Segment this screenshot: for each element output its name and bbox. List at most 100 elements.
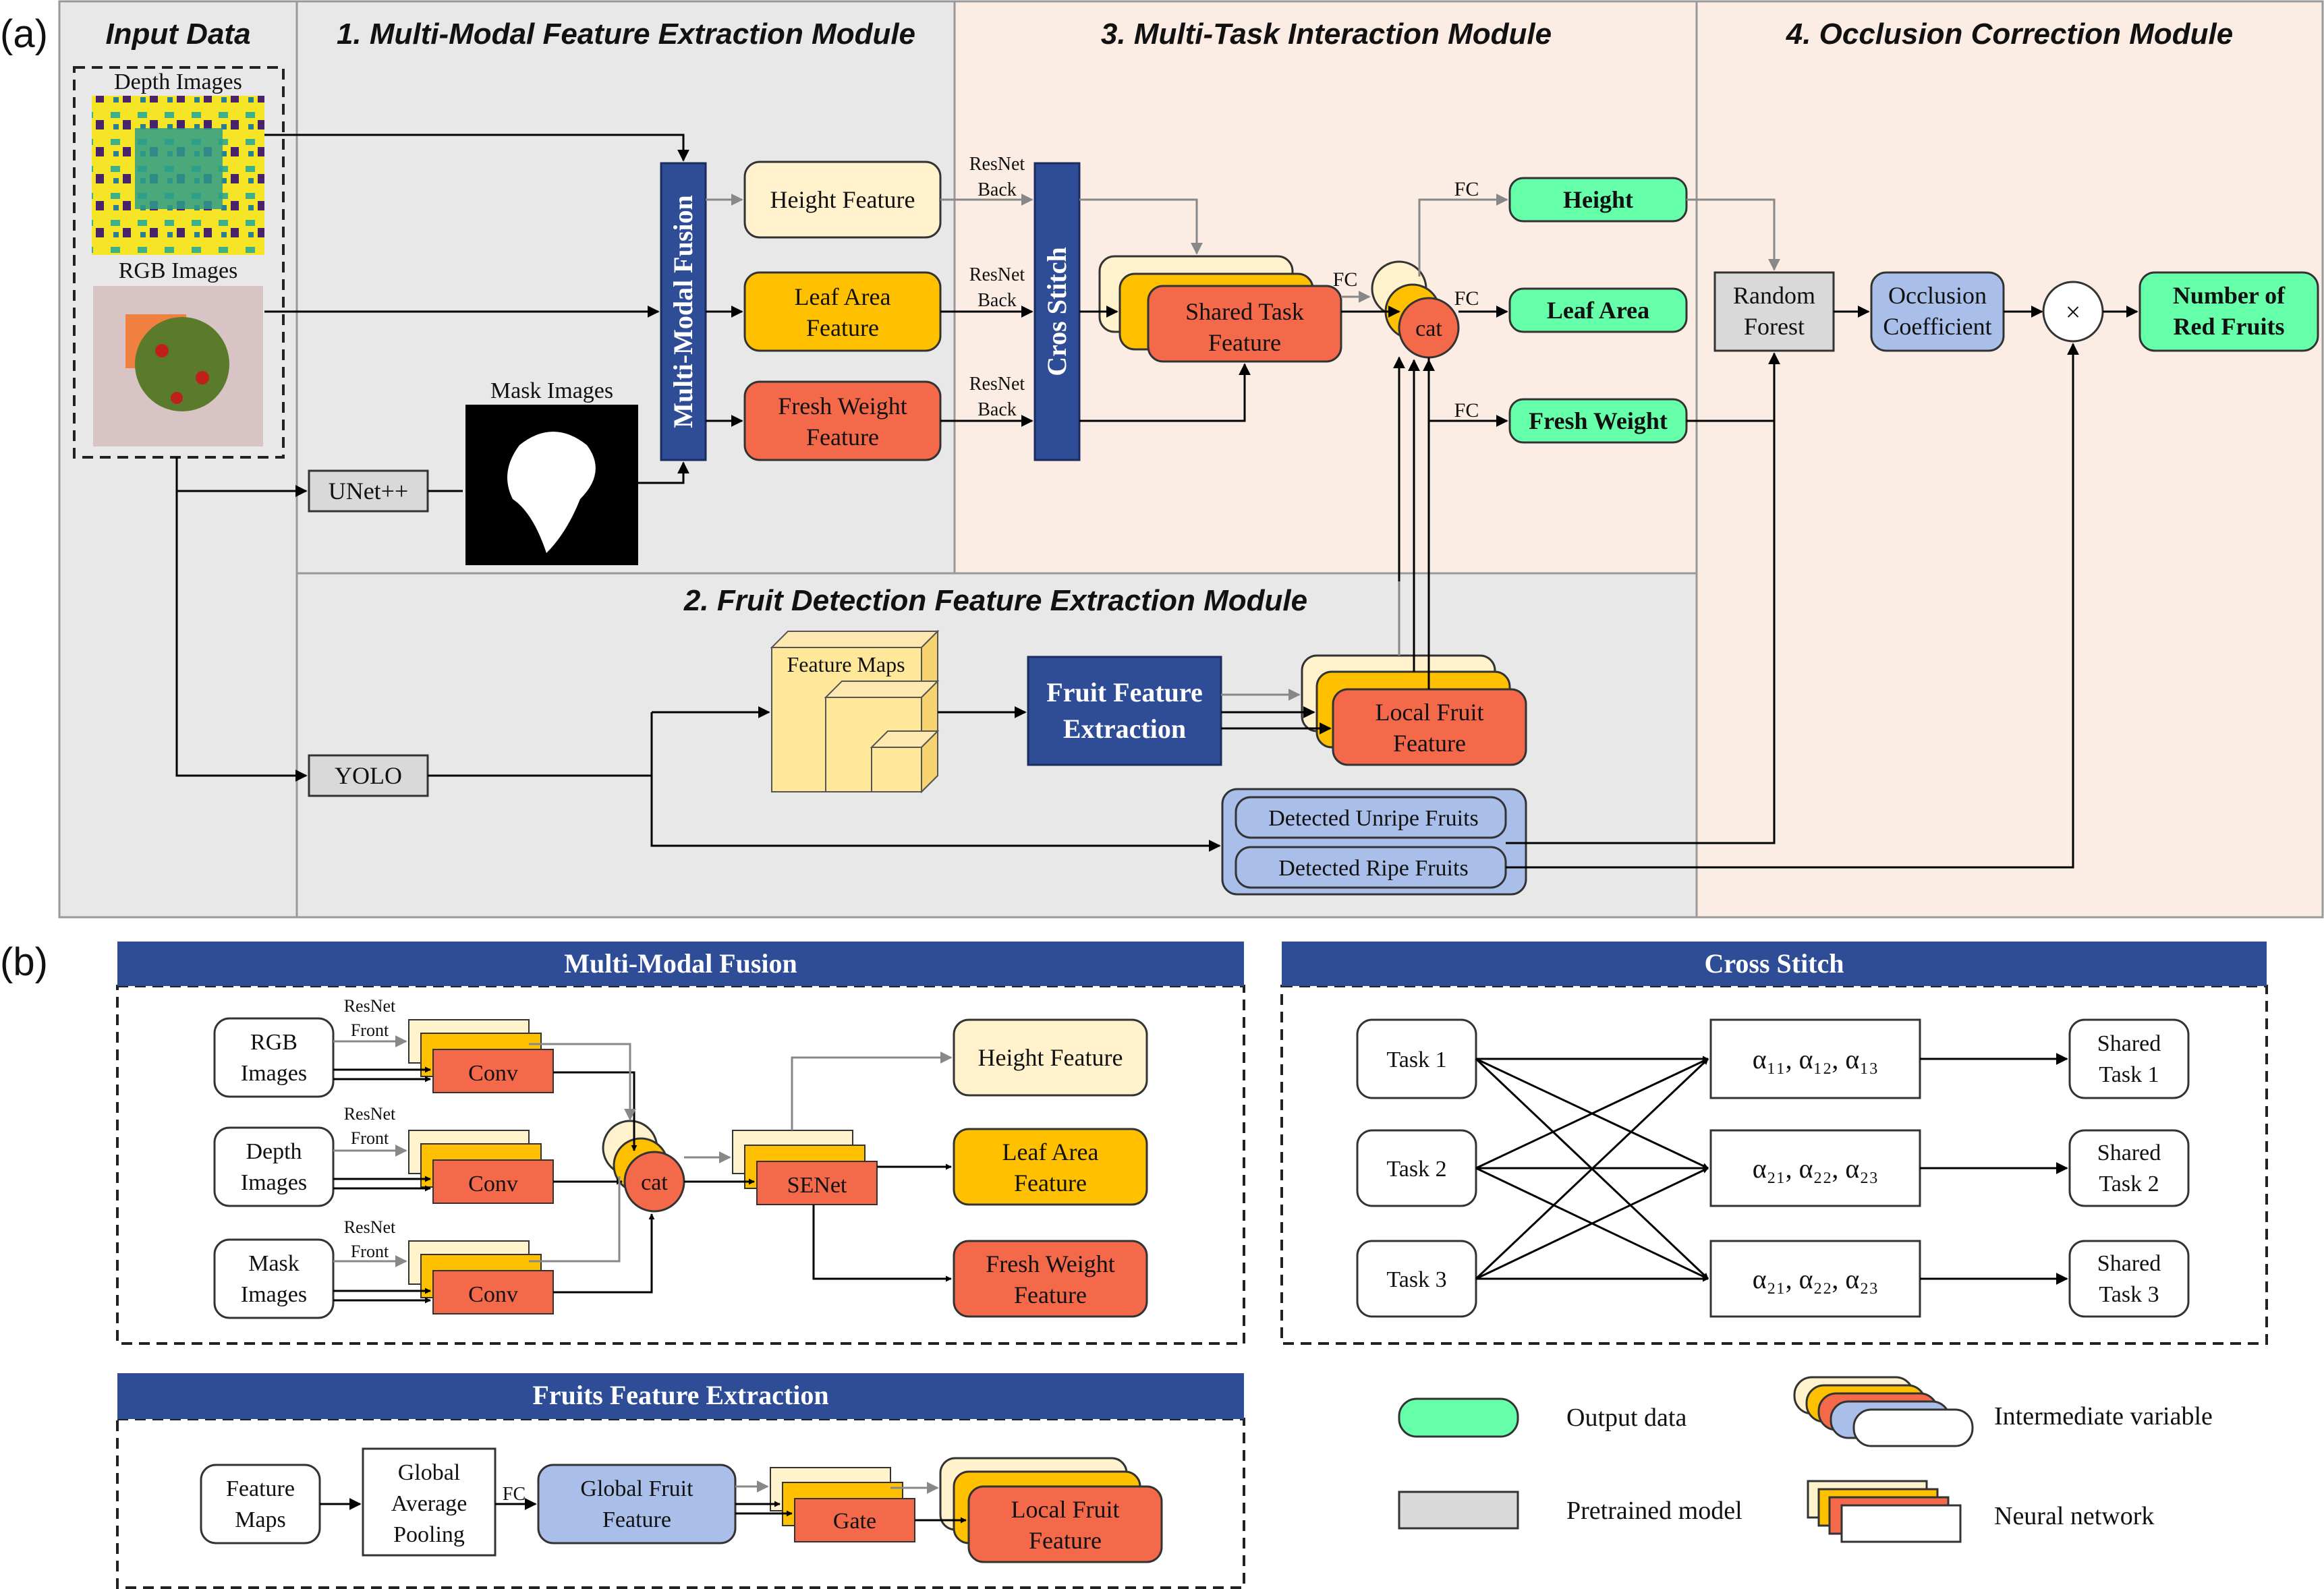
resnet-back-label-3b: Back: [977, 399, 1017, 420]
rgb-fruit: [196, 371, 209, 384]
fc-label-leaf: FC: [1454, 287, 1479, 310]
ffe-connectors: [320, 1498, 967, 1524]
mmf-mask-label-2: Images: [241, 1282, 307, 1307]
input-dashed-box: [73, 66, 285, 459]
local-fruit-feature-label-2: Feature: [1393, 730, 1466, 757]
resnet-front-label-3b: Front: [351, 1242, 389, 1261]
unet-label: UNet++: [329, 478, 409, 504]
legend-output-label: Output data: [1566, 1404, 1687, 1432]
output-red-fruits-label-1: Number of: [2173, 282, 2286, 309]
resnet-front-label-3a: ResNet: [344, 1217, 396, 1237]
cross-stitch-block: [1033, 162, 1081, 461]
resnet-front-label-1a: ResNet: [344, 996, 396, 1016]
random-forest-box: [1713, 271, 1835, 352]
cs-alpha3-label: α₂₁, α₂₂, α₂₃: [1753, 1264, 1879, 1294]
ffe-feature-maps-label-1: Feature: [226, 1476, 295, 1501]
resnet-back-label-2b: Back: [977, 290, 1017, 311]
cs-shared1-box: [2068, 1018, 2190, 1099]
occlusion-coefficient-label-2: Coefficient: [1883, 313, 1991, 340]
global-fruit-feature-label-2: Feature: [602, 1507, 671, 1532]
depth-plant-blob: [135, 128, 223, 209]
mmf-height-feature-box: [953, 1018, 1148, 1097]
output-leaf-area-box: [1508, 287, 1688, 333]
conv-label-3: Conv: [468, 1282, 518, 1307]
random-forest-label-2: Forest: [1744, 313, 1805, 340]
mmf-panel-header: [117, 942, 1244, 986]
leaf-area-feature-label-1: Leaf Area: [795, 283, 891, 310]
mmf-cat-label: cat: [641, 1170, 668, 1195]
mmf-fresh-weight-feature-label-1: Fresh Weight: [986, 1250, 1114, 1277]
output-red-fruits-box: [2138, 271, 2319, 352]
resnet-back-label-1a: ResNet: [969, 154, 1025, 175]
cs-shared2-box: [2068, 1129, 2190, 1207]
m3-module-title: 3. Multi-Task Interaction Module: [1101, 18, 1552, 51]
cs-shared3-box: [2068, 1240, 2190, 1318]
cs-task2-label: Task 2: [1386, 1157, 1446, 1182]
mmf-panel-title: Multi-Modal Fusion: [564, 948, 797, 979]
fc-label-fresh: FC: [1454, 399, 1479, 422]
leaf-area-feature-label-2: Feature: [806, 314, 879, 341]
resnet-back-label-1b: Back: [977, 179, 1017, 200]
rgb-plant: [135, 317, 229, 411]
panel-a-connectors: [175, 134, 2138, 869]
mask-plant-silhouette: [507, 432, 596, 553]
legend-neural-swatch: [1807, 1480, 1962, 1543]
mmf-depth-label-1: Depth: [246, 1139, 302, 1164]
feature-maps-cubes: [770, 629, 940, 794]
mmf-rgb-label-1: RGB: [250, 1030, 297, 1055]
occlusion-coefficient-label-1: Occlusion: [1888, 282, 1987, 309]
cs-shared3-label-2: Task 3: [2099, 1282, 2159, 1307]
conv-label-1: Conv: [468, 1061, 518, 1086]
mmf-rgb-label-2: Images: [241, 1061, 307, 1086]
m4-module-bg: [1695, 0, 2324, 919]
resnet-back-label-2a: ResNet: [969, 264, 1025, 285]
cs-shared1-label-2: Task 1: [2099, 1062, 2159, 1087]
mmf-mask-label-1: Mask: [248, 1251, 300, 1276]
cs-task3-label: Task 3: [1386, 1267, 1446, 1292]
ffe-feature-maps-label-2: Maps: [235, 1507, 286, 1532]
mmf-gray-connectors: [333, 1035, 953, 1267]
shared-task-feature-label-1: Shared Task: [1185, 298, 1304, 325]
cs-shared3-label-1: Shared: [2097, 1251, 2161, 1276]
panel-a-gray-connectors: [706, 194, 1780, 701]
m2-module-title: 2. Fruit Detection Feature Extraction Mo…: [683, 584, 1307, 617]
gap-label-3: Pooling: [393, 1522, 465, 1547]
detected-ripe-label: Detected Ripe Fruits: [1278, 856, 1468, 881]
multimodal-fusion-block: [660, 162, 707, 461]
gap-label-1: Global: [398, 1460, 461, 1485]
local-fruit-feature-label-1: Local Fruit: [1376, 699, 1484, 726]
resnet-back-label-3a: ResNet: [969, 374, 1025, 395]
fruit-feature-extraction-block: [1027, 656, 1222, 766]
output-leaf-area-label: Leaf Area: [1547, 297, 1649, 324]
ffe-panel-header: [117, 1373, 1244, 1419]
legend-output-swatch: [1398, 1397, 1519, 1438]
detected-unripe-label: Detected Unripe Fruits: [1268, 806, 1479, 831]
ffe-local-fruit-box: [967, 1485, 1163, 1563]
mmf-connectors: [333, 1066, 952, 1304]
cross-stitch-label: Cros Stitch: [1042, 247, 1072, 376]
cat-label: cat: [1415, 316, 1442, 341]
conv-stack-2: [408, 1130, 554, 1204]
senet-label: SENet: [787, 1173, 847, 1198]
cs-shared2-label-2: Task 2: [2099, 1172, 2159, 1196]
ffe-local-fruit-label-2: Feature: [1029, 1527, 1102, 1554]
depth-images-label: Depth Images: [114, 69, 242, 94]
resnet-front-label-2a: ResNet: [344, 1104, 396, 1124]
rgb-images-label: RGB Images: [119, 258, 238, 283]
cs-alpha1-label: α₁₁, α₁₂, α₁₃: [1753, 1044, 1879, 1074]
yolo-label: YOLO: [335, 762, 402, 789]
output-height-label: Height: [1563, 186, 1633, 213]
panel-a-label: (a): [0, 12, 48, 56]
gap-box: [362, 1447, 497, 1557]
fruit-feature-extraction-label-1: Fruit Feature: [1046, 677, 1202, 707]
fresh-weight-feature-label-1: Fresh Weight: [778, 393, 907, 420]
random-forest-label-1: Random: [1733, 282, 1815, 309]
cs-alpha2-label: α₂₁, α₂₂, α₂₃: [1753, 1153, 1879, 1184]
rgb-fruit: [155, 344, 169, 357]
mmf-mask-box: [213, 1238, 335, 1319]
gate-stack: [770, 1467, 915, 1542]
detected-unripe-box: [1235, 796, 1507, 839]
ffe-gray-connectors: [735, 1480, 939, 1494]
